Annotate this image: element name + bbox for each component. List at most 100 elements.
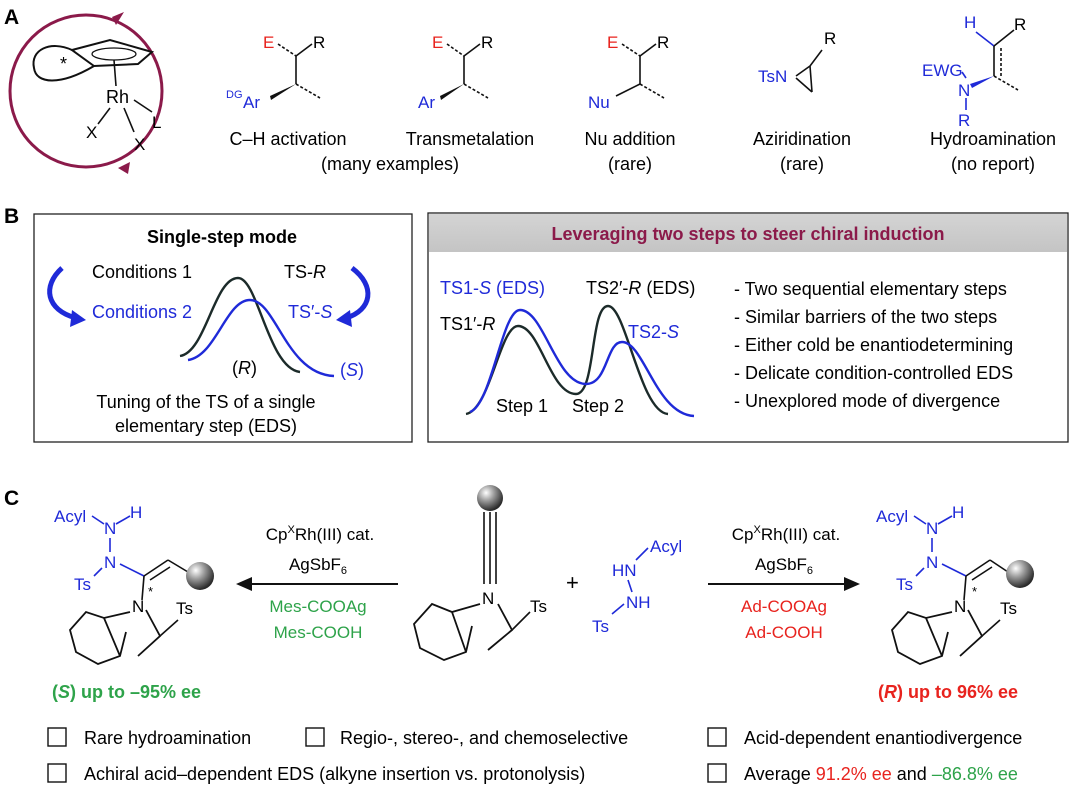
ts2-s-label: TS2-S [628,322,679,342]
two-step-bullets: - Two sequential elementary steps - Simi… [734,279,1013,411]
x1-label: X [86,123,97,142]
feature-3: Acid-dependent enantiodivergence [744,728,1022,748]
two-step-box: Leveraging two steps to steer chiral ind… [427,212,1069,443]
label-transmetalation: Transmetalation [406,129,534,149]
chiral-star: * [60,54,67,74]
feature-checkbox-4 [47,763,67,783]
n2-left: N [104,553,116,572]
n-label-5: N [958,81,970,100]
product-s: Acyl N H N Ts * N Ts [54,503,214,665]
acyl-label-left: Acyl [54,507,86,526]
s-product-label: (S) [340,360,364,380]
acyl-hydrazide: Acyl [650,537,682,556]
two-step-header-bar [429,214,1067,252]
feature-list: Rare hydroamination Regio-, stereo-, and… [47,727,1022,784]
indole-right [891,609,984,665]
ts-hydrazide: Ts [592,617,609,636]
e-label-2: E [432,33,443,52]
n1-right: N [926,519,938,538]
n-indole-left: N [132,597,144,616]
n2-right: N [926,553,938,572]
structure-nu-addition: E R Nu [588,33,669,112]
catalyst-cycle: * Rh L X X [8,12,164,174]
ewg-label: EWG [922,61,963,80]
two-step-header: Leveraging two steps to steer chiral ind… [551,224,944,244]
rh-x1-bond [97,107,111,125]
ts2-r-label: TS2′-R (EDS) [586,278,695,298]
rh-x2-bond [123,107,135,133]
label-ch-activation-note: (many examples) [321,154,459,174]
feature-2: Regio-, stereo-, and chemoselective [340,728,628,748]
structure-ch-activation: E R DG Ar [226,33,325,112]
e-label-3: E [607,33,618,52]
label-nu-addition-note: (rare) [608,154,652,174]
label-nu-addition: Nu addition [584,129,675,149]
e-label-1: E [263,33,274,52]
n-indole-right: N [954,597,966,616]
ball-left [186,562,214,590]
nu-label-3: Nu [588,93,610,112]
h-right: H [952,503,964,522]
h-label-5: H [964,13,976,32]
ts-s-label: TS′-S [288,302,332,322]
l-label: L [152,113,161,132]
ar-label-2: Ar [418,93,435,112]
ball-top [477,485,503,511]
label-ch-activation: C–H activation [229,129,346,149]
left-acid: Mes-COOH [274,623,363,642]
ts-c2-start: Ts [530,597,547,616]
r-label-4: R [824,29,836,48]
left-salt: Mes-COOAg [269,597,366,616]
feature-4: Achiral acid–dependent EDS (alkyne inser… [84,764,585,784]
single-step-caption-1: Tuning of the TS of a single [96,392,315,412]
conditions-2: Conditions 2 [92,302,192,322]
panel-letter-c: C [4,487,19,510]
ts1-s-label: TS1-S (EDS) [440,278,545,298]
feature-checkbox-5 [707,763,727,783]
r-product-label: (R) [232,358,257,378]
single-step-title: Single-step mode [147,227,297,247]
r-label-1: R [313,33,325,52]
feature-1: Rare hydroamination [84,728,251,748]
right-silver: AgSbF6 [755,555,813,577]
right-acid: Ad-COOH [745,623,822,642]
panel-a-labels: C–H activation (many examples) Transmeta… [229,129,1056,174]
h-left: H [130,503,142,522]
conditions-1: Conditions 1 [92,262,192,282]
two-step-curve-dark [465,304,669,416]
bullet-2: - Similar barriers of the two steps [734,307,997,327]
feature-checkbox-2 [305,727,325,747]
structure-aziridine: R TsN [758,29,836,93]
ar-label-1: Ar [243,93,260,112]
step-1-label: Step 1 [496,396,548,416]
right-reaction-arrow: CpXRh(III) cat. AgSbF6 Ad-COOAg Ad-COOH [708,524,860,642]
single-step-curve-dark [179,276,301,374]
right-salt: Ad-COOAg [741,597,827,616]
starting-indole: N Ts [413,485,547,661]
n-indole-start: N [482,589,494,608]
structure-hydroamination: H R EWG N R [922,13,1026,130]
left-curved-arrow [47,266,77,321]
cycle-arrowhead-top [112,12,124,25]
bullet-3: - Either cold be enantiodetermining [734,335,1013,355]
r-label-5b: R [958,111,970,130]
x2-label: X [134,135,145,154]
single-step-caption-2: elementary step (EDS) [115,416,297,436]
r-label-2: R [481,33,493,52]
left-silver: AgSbF6 [289,555,347,577]
hn-label: HN [612,561,637,580]
cycle-circle [8,13,164,169]
ts-c2-right: Ts [1000,599,1017,618]
dg-label-1: DG [226,89,243,101]
bullet-4: - Delicate condition-controlled EDS [734,363,1013,383]
single-step-curve-blue [187,298,335,378]
bullet-5: - Unexplored mode of divergence [734,391,1000,411]
label-hydroamination-note: (no report) [951,154,1035,174]
acyl-label-right: Acyl [876,507,908,526]
product-r: Acyl N H N Ts * N Ts [876,503,1034,665]
feature-average: Average 91.2% ee and –86.8% ee [744,764,1018,784]
indole-left [69,609,162,665]
tether-loop [32,45,95,82]
step-2-label: Step 2 [572,396,624,416]
